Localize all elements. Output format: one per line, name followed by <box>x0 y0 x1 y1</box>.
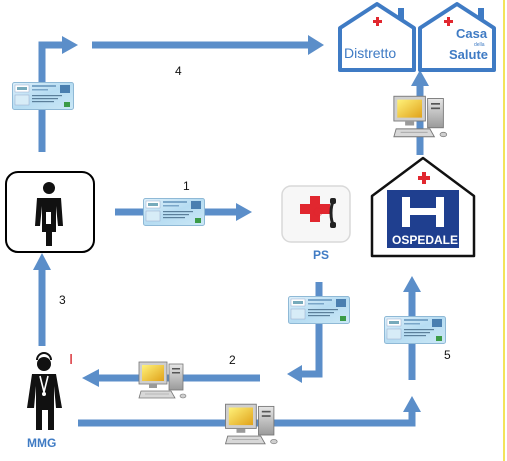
step-number-3: 3 <box>59 293 66 307</box>
arrowhead-distretto <box>308 35 324 55</box>
computer-bottom <box>224 403 278 445</box>
step-number-1: 1 <box>183 179 190 193</box>
arrow-mmg-bottom-right <box>78 410 416 427</box>
computer-mmg-receive <box>138 361 187 399</box>
arrowhead-bottom-up <box>403 396 421 412</box>
distretto-icon <box>338 2 416 72</box>
ps-label: PS <box>313 248 329 262</box>
health-card-ps <box>288 296 350 324</box>
arrowhead-ps <box>236 203 252 221</box>
step-number-4: 4 <box>175 64 182 78</box>
arrowhead-top-corner <box>62 36 78 54</box>
casa-label-line1: Casa <box>456 26 488 41</box>
mmg-red-mark: I <box>69 351 73 368</box>
health-card-right <box>384 316 446 344</box>
distretto-label: Distretto <box>344 45 396 61</box>
health-card-top-left <box>12 82 74 110</box>
computer-ospedale <box>393 95 448 138</box>
health-card-center <box>143 198 205 226</box>
arrowhead-mmg <box>82 369 99 387</box>
step-number-5: 5 <box>444 348 451 362</box>
arrowheads <box>33 35 429 412</box>
patient-icon <box>5 171 95 253</box>
ps-icon <box>281 185 351 243</box>
arrowhead-ospedale <box>403 276 421 292</box>
right-edge-line <box>503 0 505 461</box>
arrow-patient-up-corner <box>38 41 62 152</box>
ospedale-icon <box>370 156 476 258</box>
casa-label-della: della <box>474 42 485 48</box>
arrowhead-distretto-up <box>411 70 429 86</box>
casa-label-line2: Salute <box>449 47 488 62</box>
arrowhead-ps-left <box>287 365 302 383</box>
arrow-ps-down-left <box>300 282 323 378</box>
step-number-2: 2 <box>229 353 236 367</box>
mmg-doctor-icon <box>27 352 62 430</box>
mmg-label: MMG <box>27 436 56 450</box>
casa-della-salute-icon <box>418 2 496 72</box>
arrowhead-patient <box>33 253 51 270</box>
ospedale-label: OSPEDALE <box>392 233 458 247</box>
